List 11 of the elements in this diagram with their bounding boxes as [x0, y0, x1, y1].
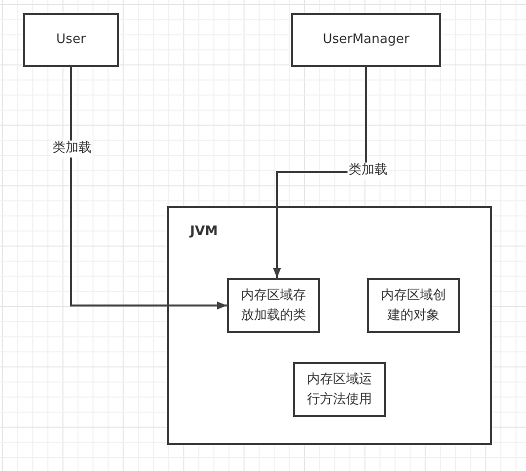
memory-area-box: 内存区域创建的对象 [367, 278, 460, 333]
memory-area-box: 内存区域运行方法使用 [293, 362, 386, 417]
arrow [273, 67, 367, 278]
arrow [70, 67, 227, 310]
container-title: JVM [190, 223, 218, 241]
class-box: User [23, 13, 119, 67]
class-box: UserManager [291, 13, 441, 67]
jvm-container [167, 206, 492, 445]
edge-label: 类加载 [348, 162, 388, 180]
edge-label: 类加载 [52, 140, 92, 158]
memory-area-box: 内存区域存放加载的类 [227, 278, 320, 333]
